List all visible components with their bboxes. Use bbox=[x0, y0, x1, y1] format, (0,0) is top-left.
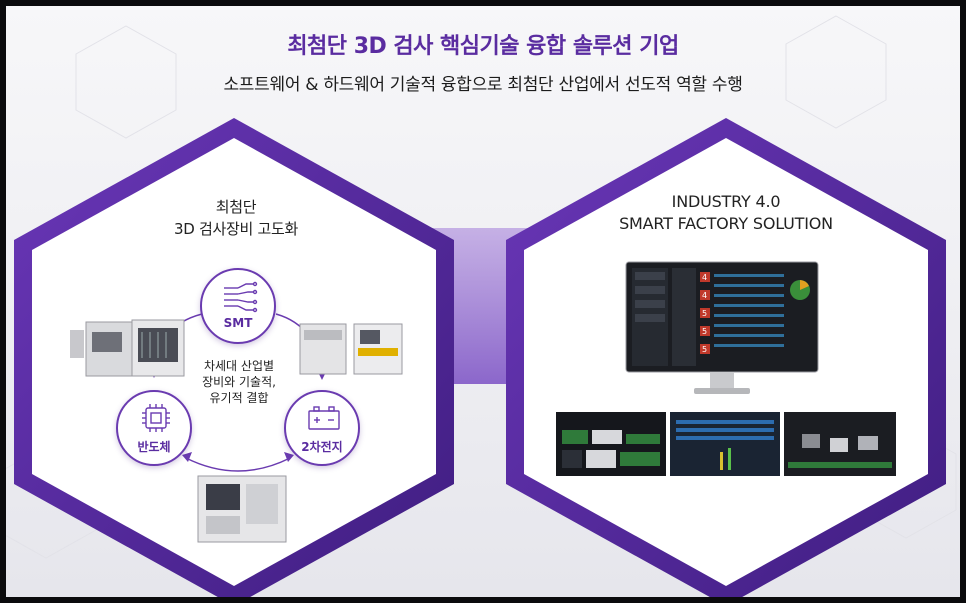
monitor-value-5: 5 bbox=[702, 345, 707, 354]
monitor-dashboard-image: 4 4 5 5 5 bbox=[625, 261, 819, 394]
battery-node: 2차전지 bbox=[284, 390, 360, 466]
center-text-line1: 차세대 산업별 bbox=[203, 359, 275, 373]
inspection-machine-right-image bbox=[299, 323, 403, 375]
software-screenshot-3 bbox=[784, 412, 896, 476]
subline: 소프트웨어 & 하드웨어 기술적 융합으로 최첨단 산업에서 선도적 역할 수행 bbox=[223, 75, 743, 95]
monitor-value-3: 5 bbox=[702, 309, 707, 318]
semiconductor-label: 반도체 bbox=[137, 440, 171, 454]
page-frame: 최첨단 3D 검사 핵심기술 융합 솔루션 기업 소프트웨어 & 하드웨어 기술… bbox=[6, 6, 960, 597]
center-text-line2: 장비와 기술적, bbox=[202, 375, 276, 389]
right-title-line2: SMART FACTORY SOLUTION bbox=[619, 214, 833, 233]
software-screenshot-2 bbox=[670, 412, 780, 476]
smt-node: SMT bbox=[200, 268, 276, 344]
software-screenshot-1 bbox=[556, 412, 666, 476]
semiconductor-node: 반도체 bbox=[116, 390, 192, 466]
monitor-value-2: 4 bbox=[702, 291, 707, 300]
right-panel-title: INDUSTRY 4.0 SMART FACTORY SOLUTION bbox=[576, 191, 876, 235]
chip-icon bbox=[142, 404, 170, 432]
smt-label: SMT bbox=[223, 316, 253, 330]
battery-label: 2차전지 bbox=[301, 440, 343, 454]
center-text-line3: 유기적 결합 bbox=[209, 391, 269, 405]
battery-icon bbox=[308, 406, 340, 430]
headline: 최첨단 3D 검사 핵심기술 융합 솔루션 기업 bbox=[287, 34, 679, 59]
left-panel-title: 최첨단 3D 검사장비 고도화 bbox=[106, 196, 366, 240]
inspection-machine-left-image bbox=[70, 319, 185, 377]
battery-inspection-machine-image bbox=[197, 475, 287, 543]
monitor-value-4: 5 bbox=[702, 327, 707, 336]
monitor-value-1: 4 bbox=[702, 273, 707, 282]
center-text: 차세대 산업별 장비와 기술적, 유기적 결합 bbox=[194, 358, 284, 406]
circuit-icon bbox=[224, 281, 258, 313]
right-title-line1: INDUSTRY 4.0 bbox=[671, 192, 781, 211]
left-title-line2: 3D 검사장비 고도화 bbox=[174, 220, 298, 238]
arc-semiconductor-battery bbox=[185, 457, 291, 472]
left-title-line1: 최첨단 bbox=[215, 198, 257, 216]
